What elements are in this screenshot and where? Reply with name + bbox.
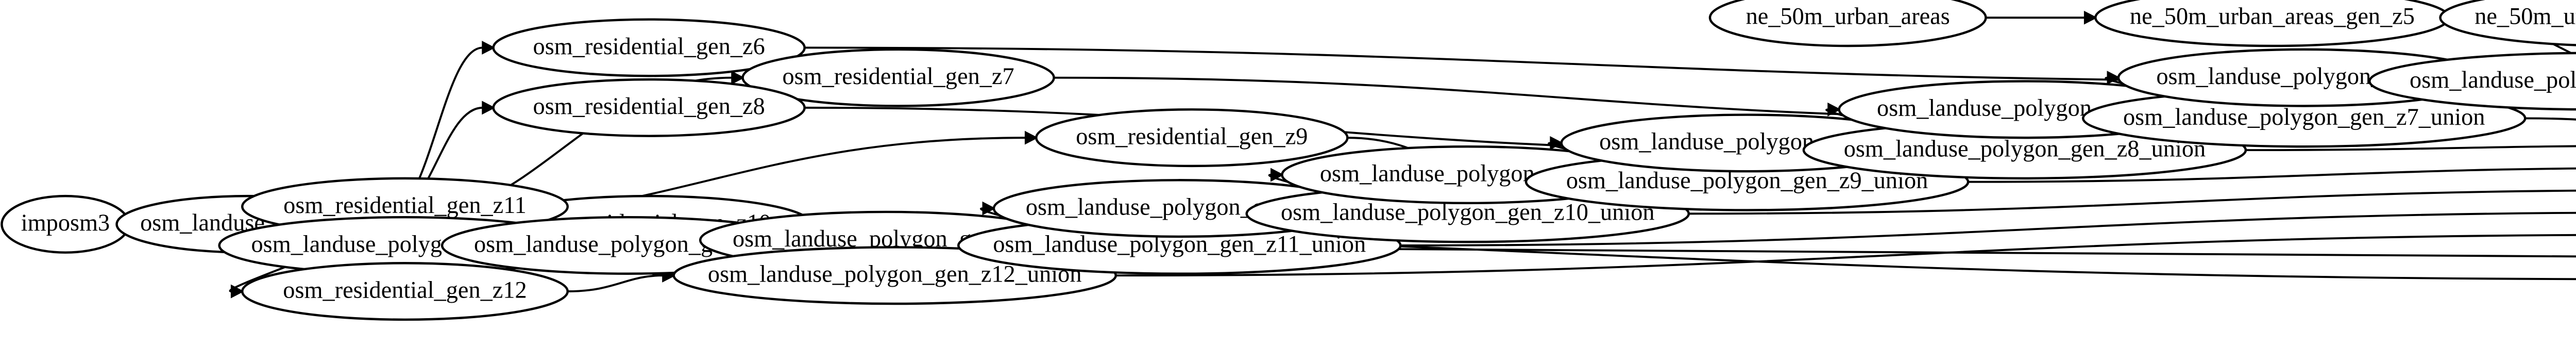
node-osm_landuse_polygon_gen_z7_union[interactable]: osm_landuse_polygon_gen_z7_union — [2081, 89, 2527, 148]
arrowhead-icon — [230, 284, 244, 299]
node-label: osm_residential_gen_z7 — [782, 63, 1014, 90]
node-shape — [492, 78, 806, 137]
arrowhead-icon — [1270, 168, 1284, 182]
arrowhead-icon — [982, 201, 996, 216]
node-label: osm_residential_gen_z9 — [1076, 123, 1308, 150]
node-shape — [2439, 0, 2576, 46]
arrowhead-icon — [2083, 10, 2097, 25]
edge-osm_landuse_polygon_gen_z11_union-to-layer_landuse.z11 — [1400, 211, 2576, 246]
node-shape — [2368, 52, 2576, 111]
arrowhead-icon — [482, 101, 496, 115]
node-label: osm_residential_gen_z8 — [533, 93, 765, 120]
node-label: ne_50m_urban_areas_gen_z5 — [2130, 4, 2415, 30]
arrowhead-icon — [731, 71, 745, 85]
node-osm_residential_gen_z9[interactable]: osm_residential_gen_z9 — [1035, 108, 1349, 168]
node-shape — [492, 18, 806, 77]
node-osm_residential_gen_z6[interactable]: osm_residential_gen_z6 — [492, 18, 806, 77]
node-shape — [741, 48, 1055, 107]
arrowhead-icon — [1024, 130, 1039, 145]
node-label: osm_landuse_polygon_gen_z7_union — [2123, 104, 2485, 130]
node-label: ne_50m_urban_areas — [1746, 4, 1950, 30]
arrowhead-icon — [1827, 102, 1841, 117]
node-ne_50m_urban_areas[interactable]: ne_50m_urban_areas — [1708, 0, 1987, 47]
edge-osm_residential_gen_z12-to-osm_landuse_polygon_gen_z12_union — [567, 274, 664, 292]
edge-osm_landuse_polygon_gen_z12_union-to-layer_landuse.z12 — [1115, 234, 2576, 277]
edge-osm_landuse_polygon_gen_z7_union-to-layer_landuse.z7 — [2525, 117, 2576, 121]
node-imposm3[interactable]: imposm3 — [1, 194, 130, 254]
node-label: ne_50m_urban_areas_gen_z4 — [2475, 4, 2576, 30]
edge-osm_residential_gen_z6-to-osm_landuse_polygon_gen_z6_union — [804, 46, 2359, 83]
node-shape — [1035, 108, 1349, 168]
node-label: imposm3 — [21, 210, 110, 236]
node-ne_50m_urban_areas_gen_z5[interactable]: ne_50m_urban_areas_gen_z5 — [2094, 0, 2450, 47]
node-osm_residential_gen_z12[interactable]: osm_residential_gen_z12 — [241, 262, 569, 321]
node-ne_50m_urban_areas_gen_z4[interactable]: ne_50m_urban_areas_gen_z4 — [2439, 0, 2576, 46]
edge-osm_landuse_polygon_gen_z9_union-to-layer_landuse.z9 — [1968, 167, 2576, 183]
node-osm_residential_gen_z7[interactable]: osm_residential_gen_z7 — [741, 48, 1055, 107]
edge-osm_landuse_polygon_gen_z8_union-to-layer_landuse.z8 — [2245, 145, 2576, 152]
node-shape — [241, 262, 569, 321]
node-label: osm_residential_gen_z6 — [533, 34, 765, 60]
edge-osm_landuse_polygon_gen_z10_union-to-layer_landuse.z10 — [1688, 189, 2576, 215]
arrowhead-icon — [482, 41, 496, 55]
node-osm_residential_gen_z8[interactable]: osm_residential_gen_z8 — [492, 78, 806, 137]
node-label: osm_residential_gen_z11 — [283, 192, 527, 219]
node-label: osm_residential_gen_z12 — [283, 277, 527, 303]
node-osm_landuse_polygon_gen_z6_union[interactable]: osm_landuse_polygon_gen_z6_union — [2368, 52, 2576, 111]
node-label: osm_landuse_polygon_gen_z6_union — [2410, 67, 2576, 93]
node-shape — [1708, 0, 1987, 47]
node-label: osm_landuse_polygon_gen_z8_union — [1844, 136, 2206, 162]
